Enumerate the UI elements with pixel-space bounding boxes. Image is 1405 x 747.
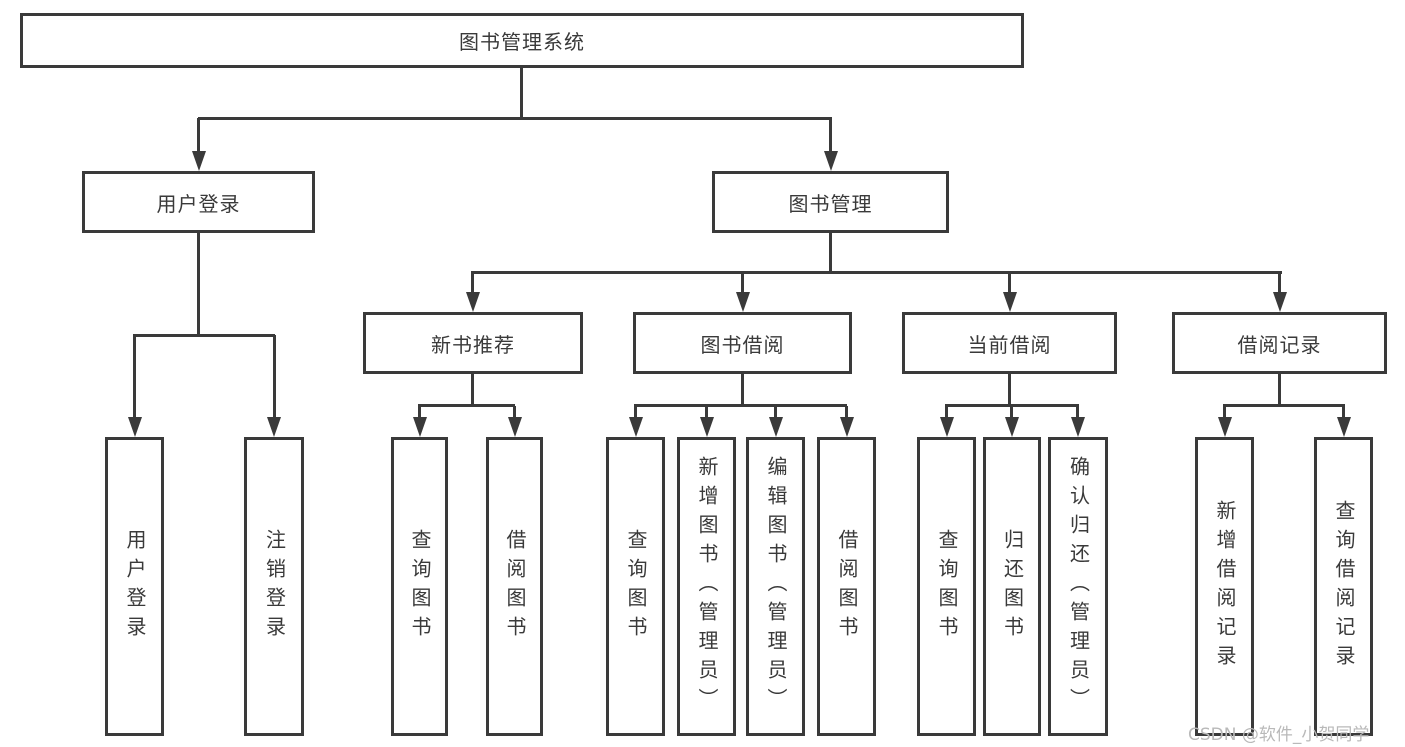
node-label: 图书借阅 (700, 332, 785, 357)
connector-stem (197, 118, 200, 151)
node-label: 查询图书 (935, 528, 959, 645)
connector-root-trunk (520, 68, 523, 118)
arrow-down-icon (128, 417, 142, 437)
arrow-down-icon (1003, 292, 1017, 312)
node-label: 用户登录 (156, 191, 241, 216)
connector-level3-split (471, 271, 1282, 274)
node-label: 当前借阅 (967, 332, 1052, 357)
connector-trunk (1278, 374, 1281, 406)
node-label: 图书管理 (788, 191, 873, 216)
node-label: 归还图书 (1000, 528, 1025, 645)
node-label: 查询图书 (408, 528, 432, 645)
arrow-down-icon (1337, 417, 1351, 437)
arrow-down-icon (824, 151, 838, 171)
arrow-down-icon (466, 292, 480, 312)
node-book-borrowing: 图书借阅 (633, 312, 852, 374)
connector-split (945, 404, 1079, 407)
arrow-down-icon (840, 417, 854, 437)
connector-split (1223, 404, 1345, 407)
node-label: 借阅图书 (835, 528, 859, 645)
connector-user-login-split (133, 334, 275, 337)
node-return-books: 归还图书 (983, 437, 1041, 736)
node-logout: 注销登录 (244, 437, 304, 736)
connector-trunk (741, 374, 744, 406)
node-borrow-books-recommend: 借阅图书 (486, 437, 543, 736)
connector-stem (1008, 272, 1011, 293)
node-new-book-recommend: 新书推荐 (363, 312, 583, 374)
connector-trunk (1008, 374, 1011, 406)
node-user-login-leaf: 用户登录 (105, 437, 164, 736)
arrow-down-icon (508, 417, 522, 437)
arrow-down-icon (1071, 417, 1085, 437)
connector-stem (741, 272, 744, 293)
connector-stem (273, 335, 276, 417)
node-add-books-admin: 新增图书（管理员） (677, 437, 736, 736)
node-confirm-return-admin: 确认归还（管理员） (1048, 437, 1108, 736)
connector-split (418, 404, 515, 407)
arrow-down-icon (700, 417, 714, 437)
node-current-borrowing: 当前借阅 (902, 312, 1117, 374)
node-borrow-books: 借阅图书 (817, 437, 876, 736)
arrow-down-icon (769, 417, 783, 437)
connector-stem (1223, 406, 1226, 418)
node-label: 新增借阅记录 (1213, 499, 1237, 674)
connector-stem (418, 406, 421, 418)
connector-stem (634, 406, 637, 418)
node-add-borrow-record: 新增借阅记录 (1195, 437, 1254, 736)
node-query-books-current: 查询图书 (917, 437, 976, 736)
arrow-down-icon (413, 417, 427, 437)
connector-stem (845, 406, 848, 418)
connector-book-mgmt-trunk (829, 233, 832, 274)
arrow-down-icon (1005, 417, 1019, 437)
connector-level2-split (198, 117, 832, 120)
node-label: 借阅图书 (503, 528, 527, 645)
connector-stem (774, 406, 777, 418)
node-user-login: 用户登录 (82, 171, 315, 233)
node-label: 编辑图书（管理员） (764, 456, 788, 717)
node-label: 新书推荐 (431, 332, 515, 357)
node-label: 用户登录 (123, 528, 147, 645)
connector-trunk (471, 374, 474, 406)
connector-stem (1076, 406, 1079, 418)
node-label: 新增图书（管理员） (695, 456, 719, 717)
node-query-books-recommend: 查询图书 (391, 437, 448, 736)
node-label: 确认归还（管理员） (1066, 456, 1091, 717)
node-query-borrow-record: 查询借阅记录 (1314, 437, 1373, 736)
arrow-down-icon (629, 417, 643, 437)
connector-stem (471, 272, 474, 293)
node-label: 注销登录 (262, 528, 287, 645)
node-book-management: 图书管理 (712, 171, 949, 233)
node-query-books-borrowing: 查询图书 (606, 437, 665, 736)
arrow-down-icon (1218, 417, 1232, 437)
connector-stem (513, 406, 516, 418)
arrow-down-icon (267, 417, 281, 437)
connector-stem (705, 406, 708, 418)
arrow-down-icon (940, 417, 954, 437)
arrow-down-icon (192, 151, 206, 171)
node-library-management-system: 图书管理系统 (20, 13, 1024, 68)
connector-stem (945, 406, 948, 418)
node-borrowing-records: 借阅记录 (1172, 312, 1387, 374)
connector-split (634, 404, 847, 407)
node-label: 借阅记录 (1237, 332, 1322, 357)
arrow-down-icon (1273, 292, 1287, 312)
node-label: 查询图书 (624, 528, 648, 645)
node-label: 图书管理系统 (459, 30, 585, 54)
watermark: CSDN @软件_小贺同学 (1188, 725, 1370, 745)
connector-stem (1278, 272, 1281, 293)
node-edit-books-admin: 编辑图书（管理员） (746, 437, 805, 736)
node-label: 查询借阅记录 (1332, 499, 1356, 674)
arrow-down-icon (736, 292, 750, 312)
connector-stem (1342, 406, 1345, 418)
connector-stem (829, 118, 832, 151)
connector-user-login-trunk (197, 233, 200, 336)
connector-stem (1010, 406, 1013, 418)
connector-stem (133, 335, 136, 417)
